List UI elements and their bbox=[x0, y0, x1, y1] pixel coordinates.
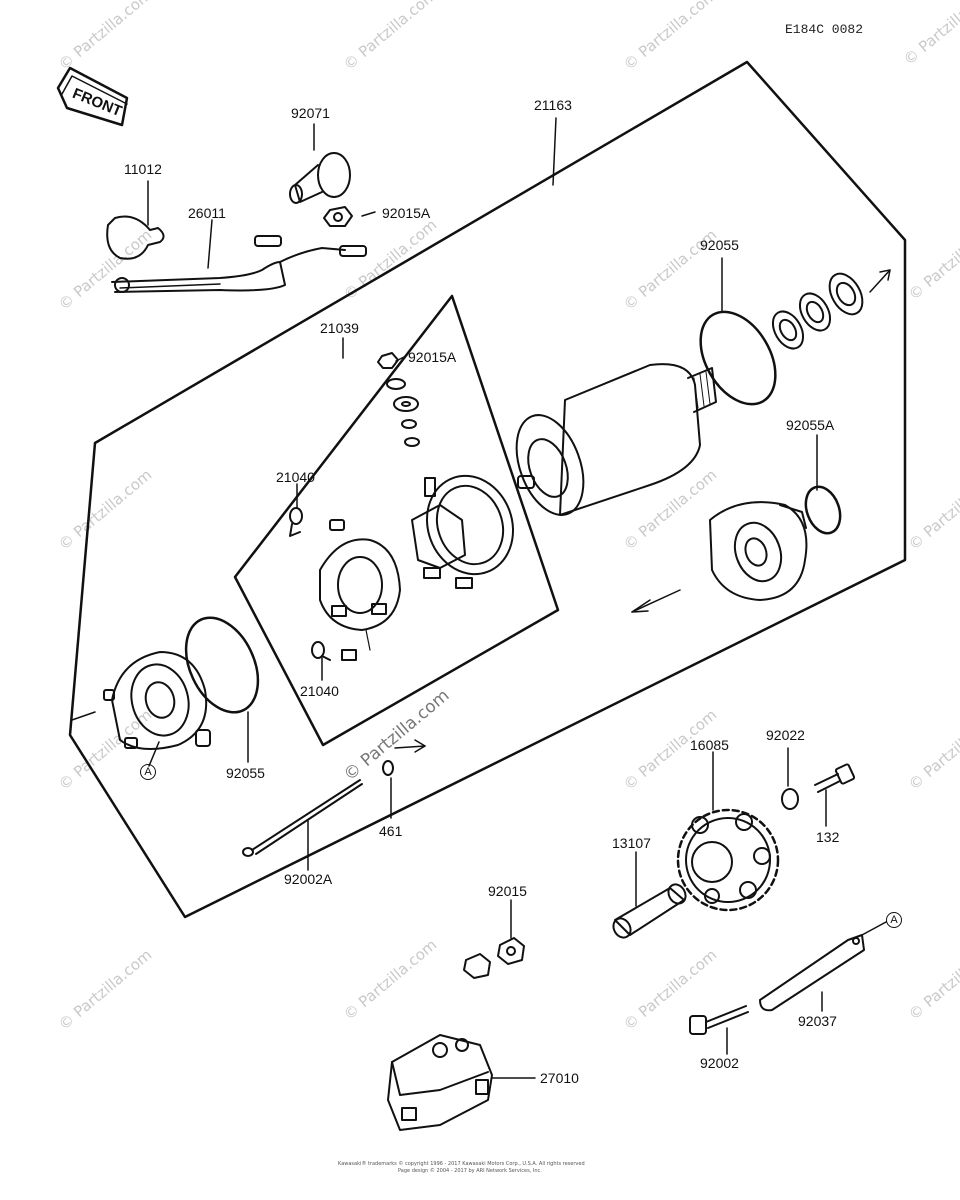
clip-461-icon bbox=[382, 760, 394, 776]
part-label-16085: 16085 bbox=[690, 737, 729, 753]
direction-arrow-icon bbox=[71, 711, 96, 721]
o-ring-92055-icon bbox=[699, 310, 777, 406]
cap-92071-icon bbox=[289, 152, 351, 204]
part-label-21039: 21039 bbox=[320, 320, 359, 336]
brush-holder-icon bbox=[319, 519, 401, 661]
copyright-line: Page design © 2004 - 2017 by ARI Network… bbox=[398, 1168, 542, 1174]
brush-assembly-outline bbox=[233, 294, 560, 747]
reference-label-A-left: A bbox=[140, 764, 156, 780]
starter-relay-27010-icon bbox=[387, 1034, 493, 1131]
gear-16085-icon bbox=[676, 808, 780, 912]
leader-A-left bbox=[148, 741, 160, 767]
brush-holder-plate-icon bbox=[411, 474, 515, 589]
part-label-11012: 11012 bbox=[124, 161, 162, 177]
part-label-92002: 92002 bbox=[700, 1055, 739, 1071]
leader-26011 bbox=[207, 219, 213, 269]
direction-arrow-icon bbox=[394, 739, 426, 753]
part-label-13107: 13107 bbox=[612, 835, 651, 851]
leader-21163 bbox=[552, 117, 557, 186]
bolt-132-icon bbox=[814, 763, 856, 793]
end-cover-icon bbox=[709, 501, 808, 601]
part-label-461: 461 bbox=[379, 823, 403, 839]
front-arrow-icon bbox=[56, 66, 129, 127]
shaft-13107-icon bbox=[612, 883, 687, 939]
direction-arrow-icon bbox=[869, 269, 891, 293]
leader-92015A-top bbox=[361, 211, 376, 217]
washer-set-icon bbox=[386, 378, 420, 447]
starter-motor-body-icon bbox=[515, 363, 717, 516]
copyright-line: Kawasaki® trademarks © copyright 1996 - … bbox=[338, 1161, 585, 1167]
part-label-92015A-top: 92015A bbox=[382, 205, 431, 221]
part-label-92055-top: 92055 bbox=[700, 237, 739, 253]
part-label-26011: 26011 bbox=[188, 205, 226, 221]
spring-21040-icon bbox=[289, 507, 303, 537]
part-label-92022: 92022 bbox=[766, 727, 805, 743]
washer-stack-icon bbox=[771, 272, 864, 350]
direction-arrow-icon bbox=[631, 589, 681, 613]
cap-11012-icon bbox=[106, 215, 165, 260]
through-bolt-92002A-icon bbox=[242, 779, 363, 857]
front-cover-icon bbox=[103, 651, 211, 750]
drawing-code: E184C 0082 bbox=[785, 22, 864, 37]
part-label-21040-a: 21040 bbox=[276, 469, 315, 485]
part-label-92015: 92015 bbox=[488, 883, 527, 899]
washer-92022-icon bbox=[781, 788, 799, 810]
part-label-21040-b: 21040 bbox=[300, 683, 339, 699]
o-ring-92055-left-icon bbox=[184, 616, 260, 714]
part-label-92037: 92037 bbox=[798, 1013, 837, 1029]
part-label-92055-left: 92055 bbox=[226, 765, 265, 781]
reference-label-A-right: A bbox=[886, 912, 902, 928]
bracket-92037-icon bbox=[759, 934, 865, 1012]
lead-wire-26011-icon bbox=[111, 235, 367, 293]
nut-92015A-mid-icon bbox=[377, 352, 399, 369]
o-ring-92055A-icon bbox=[804, 485, 842, 535]
part-label-27010: 27010 bbox=[540, 1070, 579, 1086]
part-label-92055A: 92055A bbox=[786, 417, 835, 433]
part-label-132: 132 bbox=[816, 829, 840, 845]
part-label-92015A-mid: 92015A bbox=[408, 349, 457, 365]
spring-21040-icon bbox=[311, 641, 331, 661]
part-label-21163: 21163 bbox=[534, 97, 572, 113]
nut-92015-icon bbox=[463, 937, 525, 979]
leader-A-right bbox=[861, 921, 887, 936]
part-label-92002A: 92002A bbox=[284, 871, 333, 887]
nut-92015A-icon bbox=[323, 206, 353, 227]
assembly-outline bbox=[68, 60, 907, 919]
part-label-92071: 92071 bbox=[291, 105, 330, 121]
bolt-92002-icon bbox=[689, 1005, 749, 1035]
